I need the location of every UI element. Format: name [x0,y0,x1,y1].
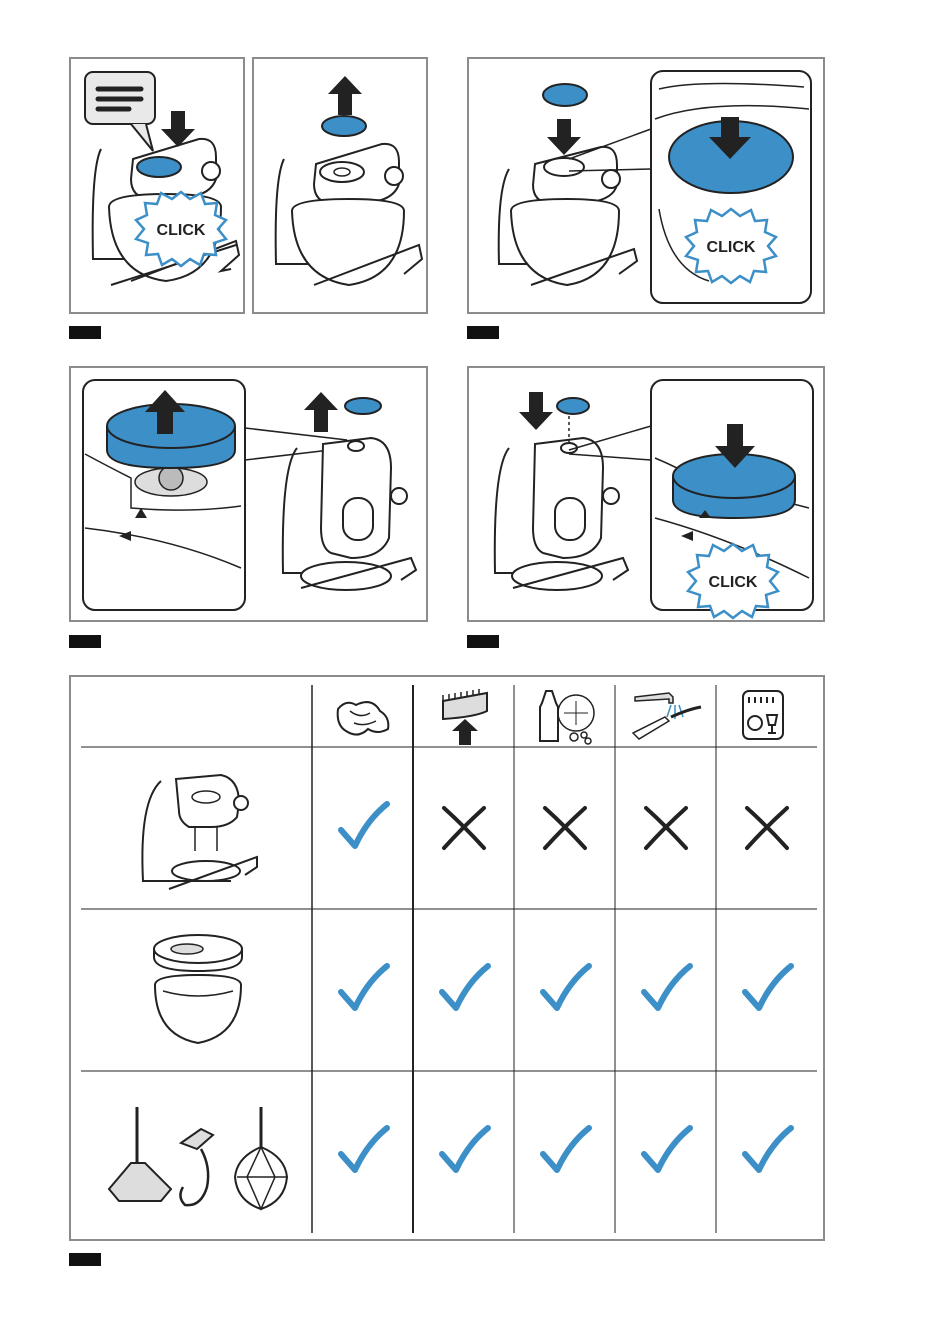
cross-icon [436,800,492,856]
attachments-icon [101,1097,291,1227]
step-label-1 [69,326,101,339]
check-icon [739,962,795,1018]
check-icon [436,1124,492,1180]
click-label: CLICK [157,222,206,239]
cross-icon [739,800,795,856]
mixer-lid-press-illustration: CLICK [71,59,245,314]
panel-4: CLICK [467,366,825,622]
check-icon [638,962,694,1018]
cleaning-table [69,675,825,1241]
panel-1b [252,57,428,314]
running-water-brush-icon [629,687,705,743]
cross-icon [638,800,694,856]
mixer-lid-lift-illustration [254,59,428,314]
panel-2: CLICK [467,57,825,314]
drive-cover-removal-illustration [71,368,428,622]
drive-cover-refit-illustration: CLICK [469,368,825,622]
check-icon [537,1124,593,1180]
check-icon [335,800,391,856]
step-label-2 [467,326,499,339]
check-icon [335,962,391,1018]
check-icon [739,1124,795,1180]
check-icon [537,962,593,1018]
click-label: CLICK [709,574,758,591]
lid-insert-illustration: CLICK [469,59,825,314]
check-icon [436,962,492,1018]
step-label-4 [467,635,499,648]
dishwasher-icon [739,687,787,743]
click-label: CLICK [707,239,756,256]
base-unit-icon [121,761,271,901]
scouring-sponge-icon [435,687,495,745]
damp-cloth-icon [332,689,396,741]
step-label-5 [69,1253,101,1266]
cross-icon [537,800,593,856]
panel-1a: CLICK [69,57,245,314]
detergent-icon [532,685,598,745]
check-icon [335,1124,391,1180]
step-label-3 [69,635,101,648]
bowl-and-lid-icon [143,925,253,1065]
check-icon [638,1124,694,1180]
panel-3 [69,366,428,622]
